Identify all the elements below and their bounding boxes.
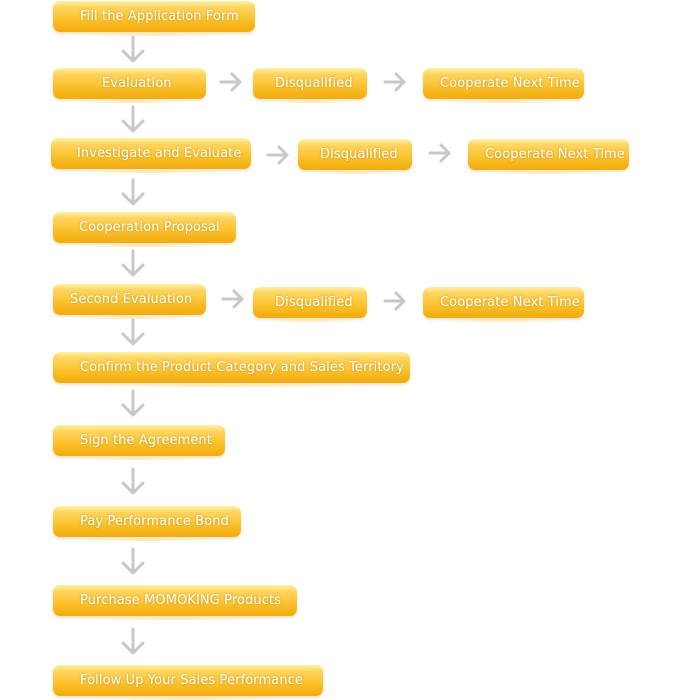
step-fill-application-form: Fill the Application Form xyxy=(53,1,255,36)
step-label: Cooperation Proposal xyxy=(79,220,220,235)
step-second-evaluation: Second Evaluation xyxy=(53,284,206,319)
branch-1-cooperate-next-time: Cooperate Next Time xyxy=(423,68,584,103)
arrow-down-icon xyxy=(121,318,145,346)
step-cooperation-proposal: Cooperation Proposal xyxy=(53,212,236,247)
step-follow-up-sales: Follow Up Your Sales Performance xyxy=(53,665,323,700)
step-purchase-products: Purchase MOMOKING Products xyxy=(53,585,297,620)
arrow-down-icon xyxy=(121,35,145,63)
arrow-right-icon xyxy=(428,143,451,163)
arrow-down-icon xyxy=(121,178,145,206)
branch-2-disqualified: Disqualified xyxy=(298,139,412,174)
step-sign-agreement: Sign the Agreement xyxy=(53,425,225,460)
arrow-right-icon xyxy=(383,291,406,311)
arrow-down-icon xyxy=(121,389,145,417)
branch-label: Cooperate Next Time xyxy=(440,295,580,310)
branch-label: Disqualified xyxy=(275,76,353,91)
branch-label: Disqualified xyxy=(320,147,398,162)
branch-2-cooperate-next-time: Cooperate Next Time xyxy=(468,139,629,174)
step-label: Pay Performance Bond xyxy=(80,514,229,529)
arrow-down-icon xyxy=(121,627,145,655)
step-label: Evaluation xyxy=(102,76,172,91)
arrow-right-icon xyxy=(221,289,244,309)
step-label: Fill the Application Form xyxy=(80,9,239,24)
step-label: Follow Up Your Sales Performance xyxy=(80,673,304,688)
arrow-right-icon xyxy=(219,72,242,92)
step-investigate-and-evaluate: Investigate and Evaluate xyxy=(51,138,251,173)
step-confirm-category-territory: Confirm the Product Category and Sales T… xyxy=(53,352,410,387)
arrow-down-icon xyxy=(121,105,145,133)
arrow-down-icon xyxy=(121,249,145,277)
branch-label: Cooperate Next Time xyxy=(440,76,580,91)
arrow-down-icon xyxy=(121,467,145,495)
step-label: Purchase MOMOKING Products xyxy=(80,593,282,608)
step-label: Sign the Agreement xyxy=(80,433,212,448)
branch-label: Disqualified xyxy=(275,295,353,310)
step-label: Second Evaluation xyxy=(70,292,193,307)
branch-3-disqualified: Disqualified xyxy=(253,287,367,322)
arrow-right-icon xyxy=(266,145,289,165)
step-label: Confirm the Product Category and Sales T… xyxy=(80,360,404,375)
branch-1-disqualified: Disqualified xyxy=(253,68,367,103)
branch-label: Cooperate Next Time xyxy=(485,147,625,162)
step-evaluation: Evaluation xyxy=(53,68,206,103)
step-label: Investigate and Evaluate xyxy=(77,146,242,161)
step-pay-performance-bond: Pay Performance Bond xyxy=(53,506,241,541)
arrow-down-icon xyxy=(121,547,145,575)
arrow-right-icon xyxy=(383,72,406,92)
branch-3-cooperate-next-time: Cooperate Next Time xyxy=(423,287,584,322)
